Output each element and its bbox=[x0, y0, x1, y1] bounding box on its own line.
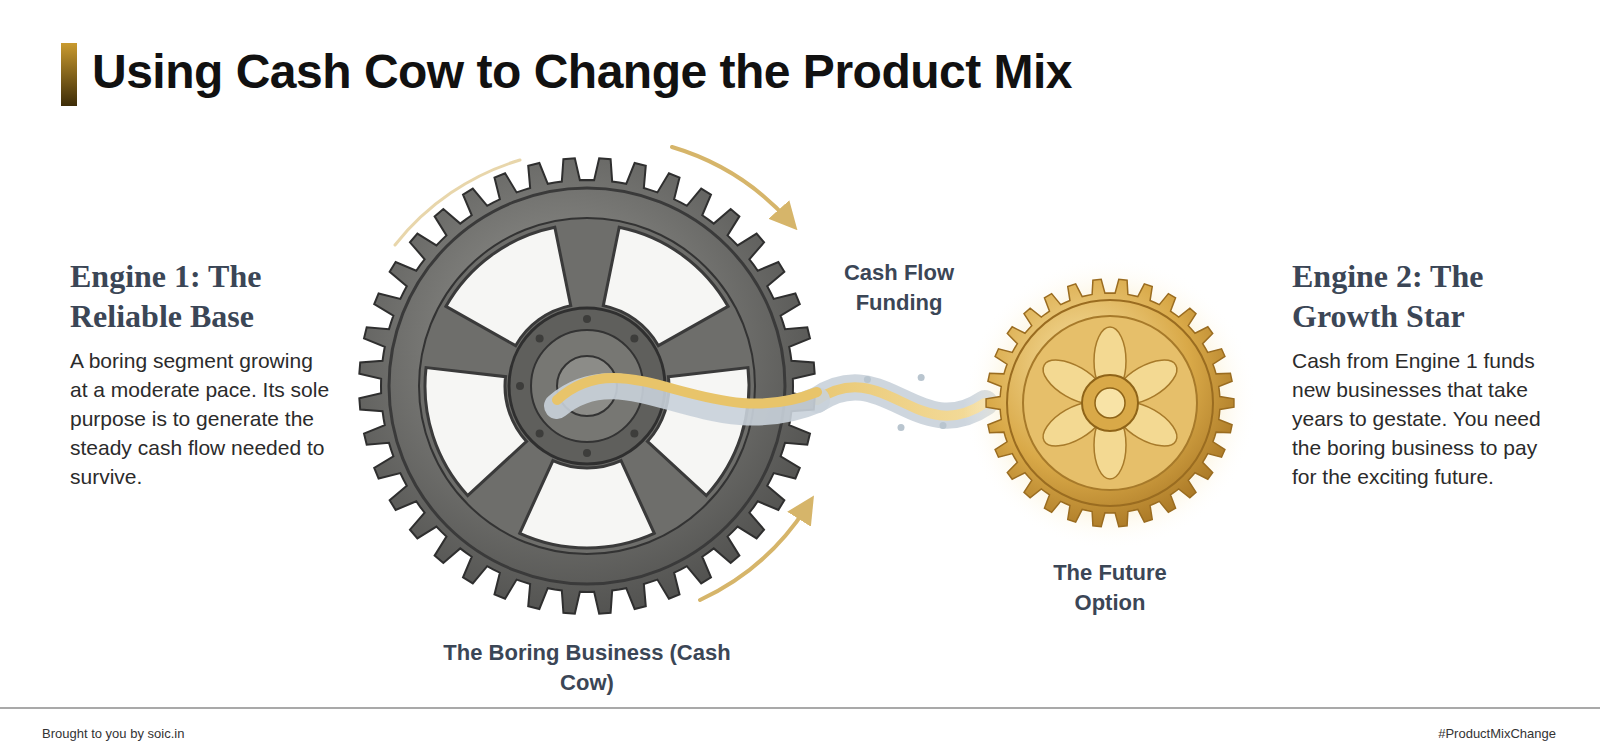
gear-outline bbox=[985, 278, 1235, 528]
growth-gear: The Future Option bbox=[985, 278, 1235, 528]
gear-rim-line bbox=[1007, 300, 1213, 506]
gear-hub bbox=[1082, 375, 1138, 431]
gear-caption: The Future Option bbox=[1030, 558, 1190, 618]
gear-teeth bbox=[986, 279, 1234, 526]
gear-axle bbox=[1095, 388, 1125, 418]
slide-title: Using Cash Cow to Change the Product Mix bbox=[92, 44, 1072, 99]
gear-bolt bbox=[630, 335, 638, 343]
splash-drop bbox=[898, 424, 905, 431]
gear-bolt bbox=[536, 335, 544, 343]
engine-description: A boring segment growing at a moderate p… bbox=[70, 346, 332, 491]
gear-bolt bbox=[630, 429, 638, 437]
splash-drop bbox=[864, 376, 871, 383]
gear-face bbox=[1023, 316, 1197, 490]
edge-label: Cash Flow Funding bbox=[820, 258, 978, 318]
gear-glow bbox=[963, 256, 1257, 550]
cash-cow-gear: The Boring Business (Cash Cow) bbox=[357, 156, 817, 616]
cash-stream bbox=[557, 378, 817, 404]
gear-bolt bbox=[583, 449, 591, 457]
gear-outline bbox=[357, 156, 817, 616]
splash-drop bbox=[940, 422, 947, 429]
engine-heading: Engine 2: The Growth Star bbox=[1292, 256, 1582, 336]
cash-stream bbox=[817, 387, 985, 415]
gear-window bbox=[520, 461, 655, 548]
cash-flow-connector bbox=[817, 374, 985, 431]
engine-heading: Engine 1: The Reliable Base bbox=[70, 256, 350, 336]
title-accent-bar bbox=[61, 43, 77, 106]
footer-credit: Brought to you by soic.in bbox=[42, 726, 184, 741]
gear-bolt bbox=[536, 429, 544, 437]
gear-caption: The Boring Business (Cash Cow) bbox=[442, 638, 732, 698]
footer-rule bbox=[0, 707, 1600, 708]
footer-hashtag: #ProductMixChange bbox=[1438, 726, 1556, 741]
gear-bolt bbox=[583, 315, 591, 323]
cash-stream bbox=[817, 387, 985, 415]
gear-bolt bbox=[516, 382, 524, 390]
engine-description: Cash from Engine 1 funds new businesses … bbox=[1292, 346, 1564, 491]
splash-drop bbox=[918, 374, 925, 381]
